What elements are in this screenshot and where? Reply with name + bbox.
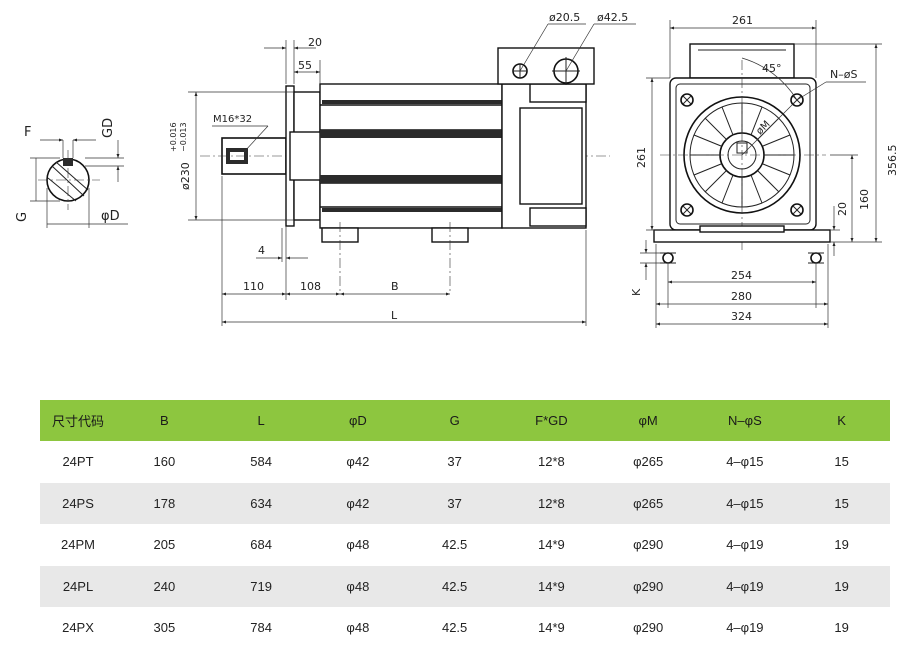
table-cell: 4–φ19: [726, 620, 764, 636]
table-cell: 305: [153, 620, 176, 636]
table-cell: 205: [153, 537, 176, 553]
keyway-gd-label: GD: [101, 118, 116, 138]
motor-side-view: [188, 23, 636, 326]
table-cell: 584: [250, 454, 272, 470]
table-cell: 178: [116, 482, 213, 524]
table-row: 24PL 240 719 φ48 42.5 14*9 φ290 4–φ19 19: [40, 565, 890, 607]
thread-label: M16*32: [213, 114, 252, 125]
header-g: G: [406, 400, 503, 441]
header-n-s: N–φS: [696, 400, 794, 441]
table-cell: 634: [212, 482, 310, 524]
table-header-row: 尺寸代码 B L φD G F*GD φM N–φS K: [40, 400, 890, 441]
table-cell: φ265: [633, 454, 664, 470]
keyway-f-label: F: [24, 125, 31, 140]
table-cell: 14*9: [538, 620, 565, 636]
table-cell: 24PM: [61, 537, 95, 553]
table-cell: 24PT: [62, 454, 94, 470]
table-cell: φ48: [309, 565, 407, 607]
table-cell: 14*9: [538, 537, 565, 553]
angle-45-label: 45°: [762, 62, 782, 75]
table-cell: 24PX: [62, 620, 94, 636]
table-cell: 14*9: [503, 565, 600, 607]
table-cell: 240: [116, 565, 213, 607]
header-phi-m: φM: [599, 400, 697, 441]
header-l: L: [212, 400, 310, 441]
table-cell: 42.5: [406, 565, 503, 607]
table-cell: 37: [406, 482, 503, 524]
dim-108-label: 108: [300, 280, 321, 293]
dim-261-side-label: 261: [635, 147, 648, 168]
table-cell: φ290: [633, 537, 664, 553]
dim-280-label: 280: [731, 290, 752, 303]
table-cell: φ42: [309, 482, 407, 524]
header-f-gd: F*GD: [503, 400, 600, 441]
motor-end-view: [640, 20, 882, 328]
dim-20-top-label: 20: [308, 36, 322, 49]
dim-l-label: L: [391, 309, 398, 322]
dim-b-label: B: [391, 280, 399, 293]
dim-20-right-label: 20: [836, 202, 849, 216]
table-cell: φ265: [599, 482, 697, 524]
dim-110-label: 110: [243, 280, 264, 293]
table-row: 24PM 205 684 φ48 42.5 14*9 φ290 4–φ19 19: [40, 524, 890, 566]
keyway-d-label: φD: [101, 209, 120, 224]
dim-3565-label: 356.5: [886, 145, 899, 177]
table-cell: 15: [793, 482, 890, 524]
table-cell: 24PL: [40, 565, 116, 607]
dim-261-top-label: 261: [732, 14, 753, 27]
dim-160-label: 160: [858, 189, 871, 210]
hole-205-label: ø20.5: [549, 11, 580, 24]
table-cell: 15: [834, 454, 849, 470]
keyway-section-view: [30, 138, 128, 228]
table-cell: 12*8: [503, 482, 600, 524]
table-cell: 4–φ15: [726, 454, 764, 470]
keyway-g-label: G: [15, 212, 30, 222]
table-cell: 12*8: [538, 454, 565, 470]
tolerance-lower-label: −0.013: [179, 122, 188, 152]
header-size-code: 尺寸代码: [40, 400, 116, 441]
table-cell: 684: [250, 537, 272, 553]
table-cell: 4–φ19: [726, 537, 764, 553]
dim-55-label: 55: [298, 59, 312, 72]
table-cell: φ290: [599, 565, 697, 607]
table-row: 24PS 178 634 φ42 37 12*8 φ265 4–φ15 15: [40, 482, 890, 524]
dim-k-label: K: [630, 288, 643, 296]
table-cell: φ42: [346, 454, 370, 470]
dim-254-label: 254: [731, 269, 752, 282]
table-cell: φ48: [346, 620, 370, 636]
table-cell: φ48: [346, 537, 370, 553]
table-cell: 784: [250, 620, 272, 636]
dim-324-label: 324: [731, 310, 752, 323]
table-cell: 19: [834, 620, 849, 636]
table-cell: 160: [153, 454, 176, 470]
flange-dia-label: ø230: [179, 162, 192, 190]
spec-table: 尺寸代码 B L φD G F*GD φM N–φS K 24PT 160 58…: [40, 400, 890, 649]
hole-425-label: ø42.5: [597, 11, 628, 24]
header-phi-d: φD: [309, 400, 407, 441]
dim-4-label: 4: [258, 244, 265, 257]
table-cell: 19: [834, 537, 849, 553]
table-cell: 42.5: [441, 537, 468, 553]
table-cell: 4–φ15: [696, 482, 794, 524]
table-row: 24PX 305 784 φ48 42.5 14*9 φ290 4–φ19 19: [40, 607, 890, 649]
table-row: 24PT 160 584 φ42 37 12*8 φ265 4–φ15 15: [40, 441, 890, 483]
tolerance-upper-label: +0.016: [169, 122, 178, 152]
table-cell: 42.5: [441, 620, 468, 636]
table-cell: 24PS: [40, 482, 116, 524]
table-cell: φ290: [633, 620, 664, 636]
header-k: K: [793, 400, 890, 441]
header-b: B: [116, 400, 213, 441]
table-cell: 719: [212, 565, 310, 607]
n-s-label: N–øS: [830, 68, 857, 81]
table-cell: 4–φ19: [696, 565, 794, 607]
table-cell: 37: [447, 454, 462, 470]
table-cell: 19: [793, 565, 890, 607]
technical-drawing: F GD G φD: [15, 11, 899, 328]
